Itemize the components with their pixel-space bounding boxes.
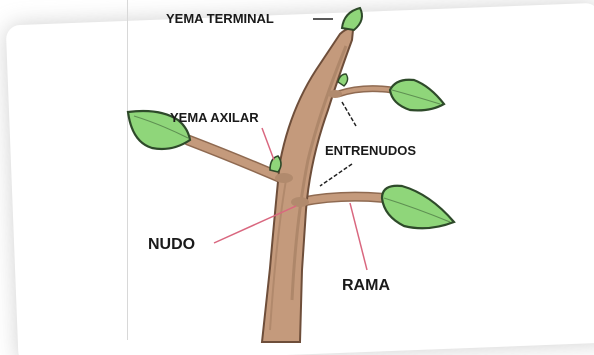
node-lower (291, 197, 309, 207)
leaf-upper-right-icon (390, 80, 444, 111)
leaf-lower-right-icon (382, 186, 454, 229)
label-entrenudos: ENTRENUDOS (325, 144, 416, 157)
node-upper (328, 90, 342, 98)
main-stem (262, 29, 353, 342)
label-yema-axilar: YEMA AXILAR (170, 111, 259, 124)
pointer-rama (350, 203, 367, 270)
label-rama: RAMA (342, 278, 390, 294)
pointer-entrenudos-lower (320, 164, 352, 186)
node-middle (275, 173, 293, 183)
axillary-bud-icon (270, 156, 281, 172)
pointer-entrenudos-upper (342, 102, 356, 126)
pointer-yema-axilar (262, 128, 274, 160)
terminal-bud-icon (342, 8, 362, 30)
label-yema-terminal: YEMA TERMINAL (166, 12, 274, 25)
label-nudo: NUDO (148, 237, 195, 253)
